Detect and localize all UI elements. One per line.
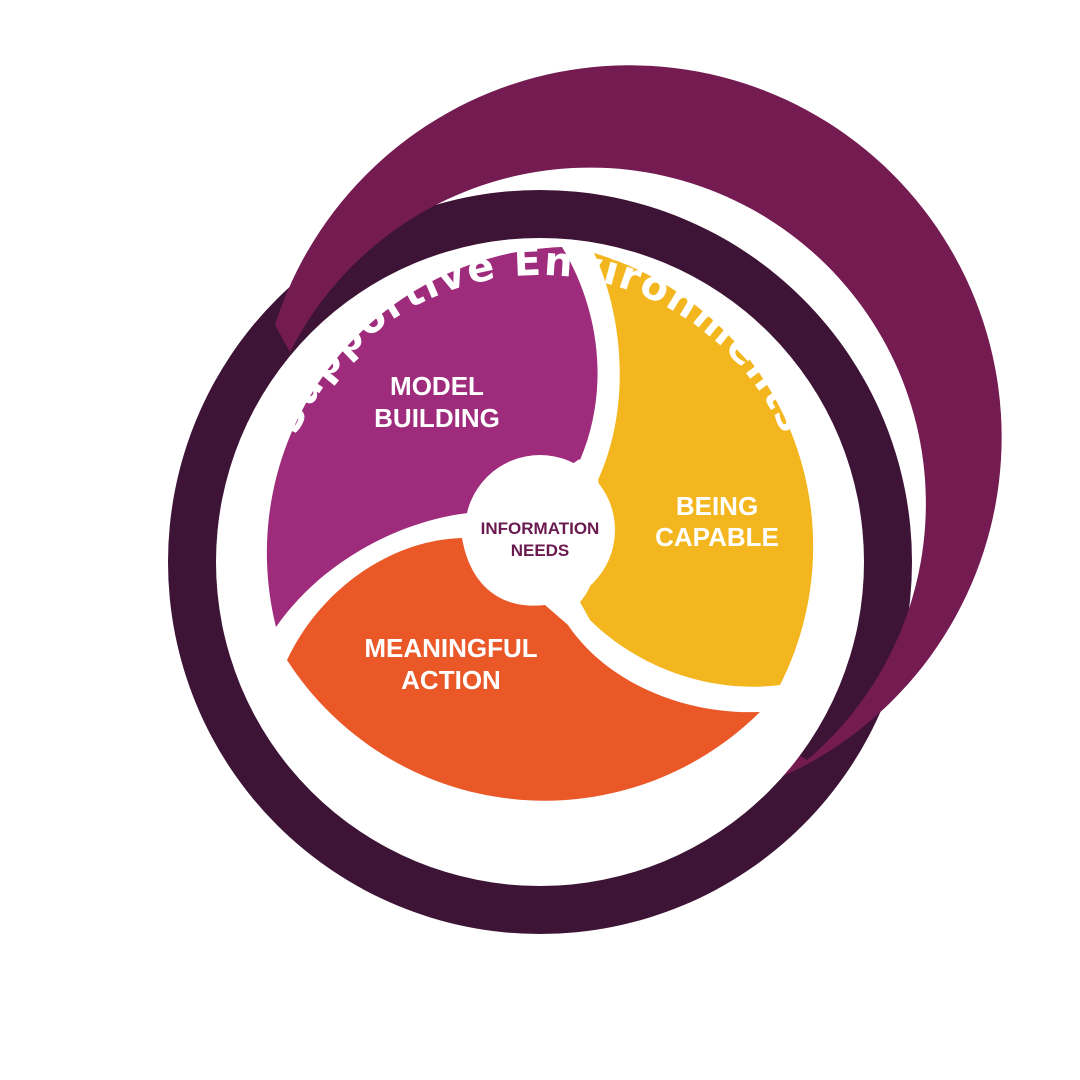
center-label-line1: INFORMATION (481, 519, 600, 538)
center-circle (465, 455, 615, 605)
segments (266, 247, 814, 801)
model-building-label-line2: BUILDING (374, 403, 500, 433)
outer-ring-light (275, 65, 1002, 783)
model-building-label-line1: MODEL (390, 371, 484, 401)
meaningful-action-label-line2: ACTION (401, 665, 501, 695)
being-capable-label-line2: CAPABLE (655, 522, 779, 552)
segment-being-capable (580, 253, 814, 687)
meaningful-action-label-line1: MEANINGFUL (364, 633, 537, 663)
segment-model-building (266, 247, 598, 627)
being-capable-label-line1: BEING (676, 491, 758, 521)
center-label-line2: NEEDS (511, 541, 570, 560)
segment-meaningful-action (287, 538, 760, 801)
